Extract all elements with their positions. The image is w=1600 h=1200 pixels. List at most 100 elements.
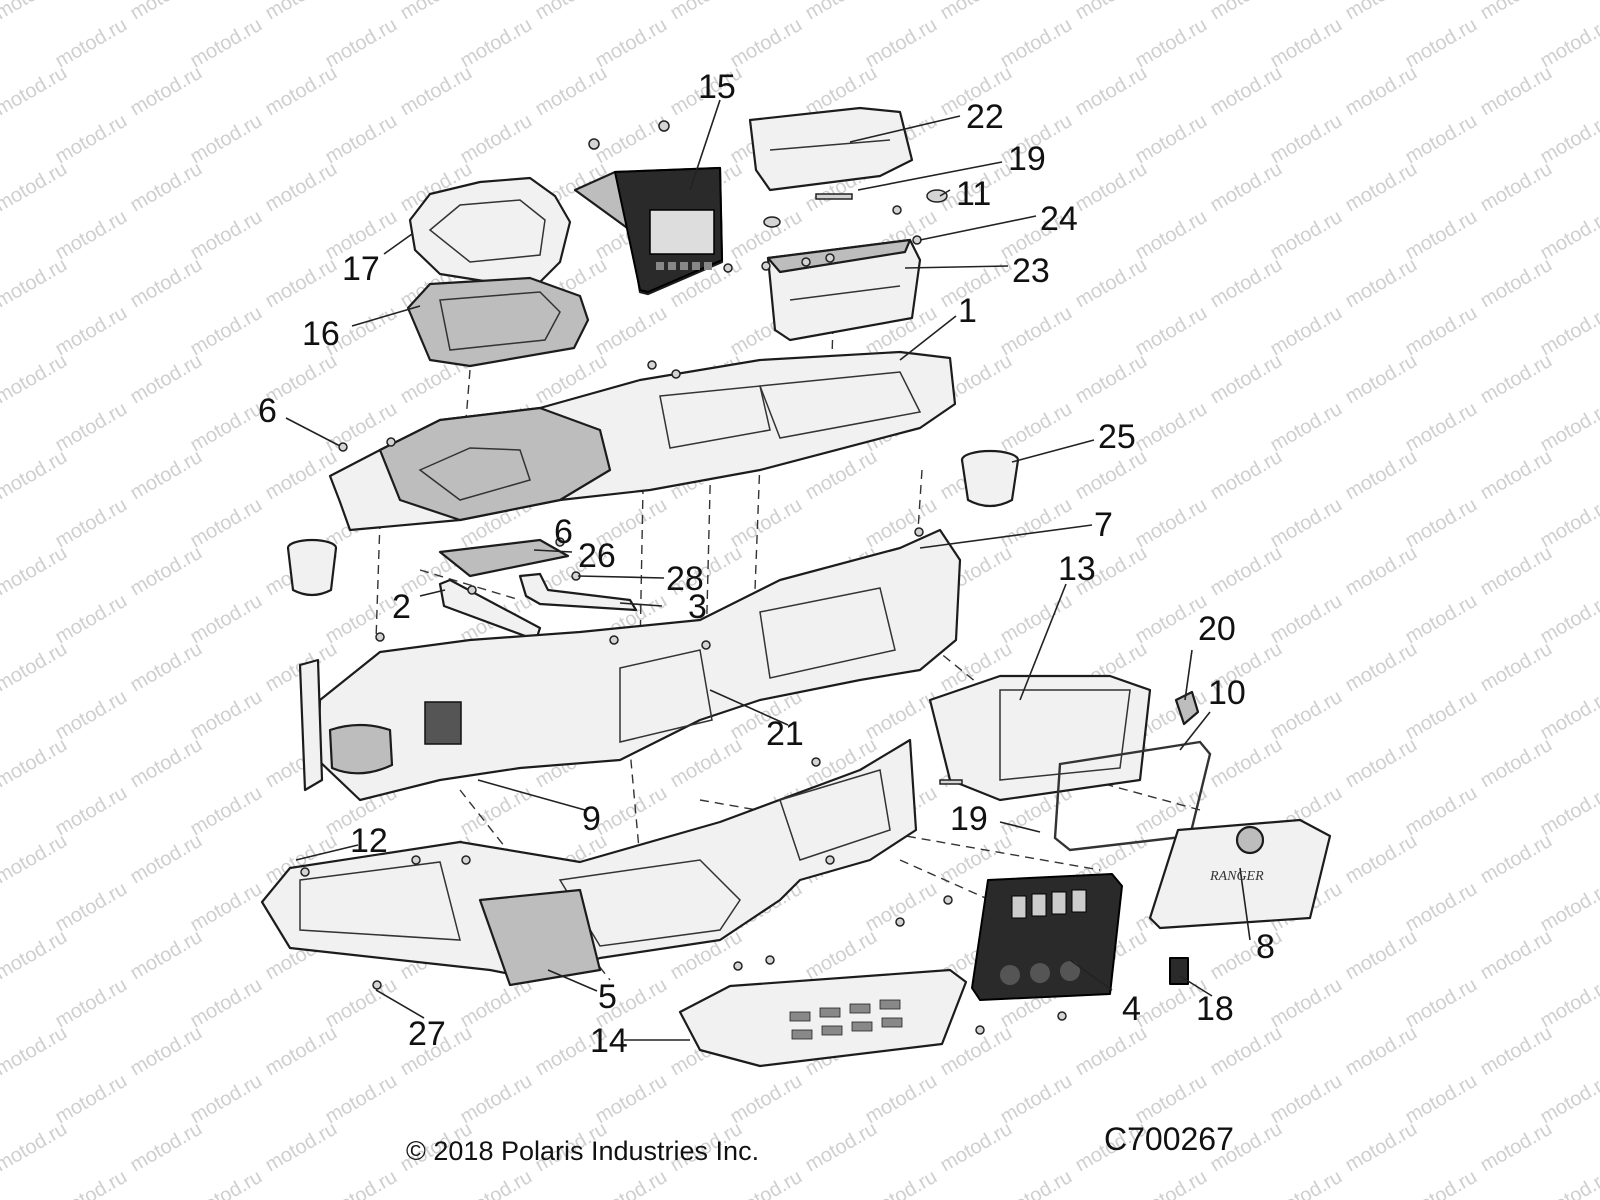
watermark-text: motod.ru bbox=[322, 1070, 401, 1129]
watermark-text: motod.ru bbox=[1072, 62, 1151, 121]
watermark-text: motod.ru bbox=[127, 62, 206, 121]
watermark-text: motod.ru bbox=[1402, 398, 1481, 457]
part-7-dash-frame bbox=[298, 528, 962, 802]
watermark-text: motod.ru bbox=[1537, 302, 1600, 361]
watermark-text: motod.ru bbox=[1207, 62, 1286, 121]
part-15-display-bezel bbox=[573, 166, 724, 296]
watermark-text: motod.ru bbox=[1342, 254, 1421, 313]
callout-8: 8 bbox=[1256, 928, 1275, 966]
watermark-text: motod.ru bbox=[1477, 542, 1556, 601]
watermark-text: motod.ru bbox=[1402, 686, 1481, 745]
watermark-text: motod.ru bbox=[127, 1022, 206, 1081]
part-5-lower-panel bbox=[478, 888, 602, 987]
leader-lines bbox=[285, 99, 1251, 1041]
watermark-text: motod.ru bbox=[1267, 494, 1346, 553]
callout-7: 7 bbox=[1094, 506, 1113, 544]
watermark-text: motod.ru bbox=[52, 974, 131, 1033]
watermark-text: motod.ru bbox=[0, 830, 71, 889]
watermark-text: motod.ru bbox=[127, 0, 206, 24]
watermark-text: motod.ru bbox=[187, 974, 266, 1033]
watermark-text: motod.ru bbox=[52, 590, 131, 649]
watermark-text: motod.ru bbox=[1072, 0, 1151, 24]
watermark-text: motod.ru bbox=[532, 62, 611, 121]
watermark-text: motod.ru bbox=[0, 542, 71, 601]
watermark-text: motod.ru bbox=[1342, 62, 1421, 121]
watermark-text: motod.ru bbox=[1477, 638, 1556, 697]
watermark-text: motod.ru bbox=[1402, 14, 1481, 73]
watermark-text: motod.ru bbox=[1402, 206, 1481, 265]
watermark-text: motod.ru bbox=[52, 782, 131, 841]
watermark-text: motod.ru bbox=[397, 0, 476, 24]
watermark-text: motod.ru bbox=[187, 1166, 266, 1200]
watermark-text: motod.ru bbox=[997, 590, 1076, 649]
watermark-text: motod.ru bbox=[187, 14, 266, 73]
watermark-text: motod.ru bbox=[997, 302, 1076, 361]
watermark-text: motod.ru bbox=[187, 110, 266, 169]
part-8-glovebox-door: RANGER bbox=[1148, 818, 1332, 930]
watermark-text: motod.ru bbox=[0, 0, 71, 24]
watermark-text: motod.ru bbox=[262, 62, 341, 121]
watermark-text: motod.ru bbox=[187, 590, 266, 649]
watermark-text: motod.ru bbox=[1342, 734, 1421, 793]
watermark-text: motod.ru bbox=[1402, 110, 1481, 169]
watermark-text: motod.ru bbox=[592, 14, 671, 73]
watermark-text: motod.ru bbox=[52, 14, 131, 73]
callout-20: 20 bbox=[1198, 610, 1236, 648]
watermark-text: motod.ru bbox=[1267, 110, 1346, 169]
callout-21: 21 bbox=[766, 715, 804, 753]
callout-17: 17 bbox=[342, 250, 380, 288]
watermark-text: motod.ru bbox=[262, 0, 341, 24]
watermark-text: motod.ru bbox=[862, 1070, 941, 1129]
callout-19-lower: 19 bbox=[950, 800, 988, 838]
watermark-text: motod.ru bbox=[0, 446, 71, 505]
watermark-text: motod.ru bbox=[1537, 1070, 1600, 1129]
watermark-text: motod.ru bbox=[592, 302, 671, 361]
watermark-text: motod.ru bbox=[1207, 446, 1286, 505]
part-3-bracket bbox=[518, 572, 638, 612]
watermark-text: motod.ru bbox=[1342, 158, 1421, 217]
watermark-text: motod.ru bbox=[457, 110, 536, 169]
watermark-text: motod.ru bbox=[862, 1166, 941, 1200]
watermark-text: motod.ru bbox=[1402, 974, 1481, 1033]
callout-23: 23 bbox=[1012, 252, 1050, 290]
watermark-text: motod.ru bbox=[1537, 14, 1600, 73]
watermark-text: motod.ru bbox=[1342, 1118, 1421, 1177]
watermark-text: motod.ru bbox=[127, 830, 206, 889]
watermark-text: motod.ru bbox=[1342, 446, 1421, 505]
watermark-text: motod.ru bbox=[0, 638, 71, 697]
watermark-text: motod.ru bbox=[322, 1166, 401, 1200]
watermark-text: motod.ru bbox=[1477, 158, 1556, 217]
watermark-text: motod.ru bbox=[727, 1070, 806, 1129]
watermark-text: motod.ru bbox=[1132, 398, 1211, 457]
fasteners bbox=[300, 120, 1067, 1035]
watermark-text: motod.ru bbox=[1267, 590, 1346, 649]
watermark-text: motod.ru bbox=[1072, 254, 1151, 313]
watermark-text: motod.ru bbox=[1537, 686, 1600, 745]
watermark-text: motod.ru bbox=[1132, 494, 1211, 553]
watermark-text: motod.ru bbox=[52, 110, 131, 169]
watermark-text: motod.ru bbox=[1132, 110, 1211, 169]
callout-4: 4 bbox=[1122, 990, 1141, 1028]
watermark-text: motod.ru bbox=[1537, 782, 1600, 841]
watermark-text: motod.ru bbox=[127, 446, 206, 505]
callout-9: 9 bbox=[582, 800, 601, 838]
watermark-text: motod.ru bbox=[1132, 1166, 1211, 1200]
callout-3: 3 bbox=[688, 588, 707, 626]
watermark-text: motod.ru bbox=[1402, 782, 1481, 841]
callout-15: 15 bbox=[698, 68, 736, 106]
watermark-text: motod.ru bbox=[322, 974, 401, 1033]
watermark-text: motod.ru bbox=[322, 14, 401, 73]
watermark-text: motod.ru bbox=[1342, 926, 1421, 985]
part-26-plate bbox=[438, 538, 570, 578]
watermark-text: motod.ru bbox=[0, 62, 71, 121]
watermark-text: motod.ru bbox=[1267, 974, 1346, 1033]
watermark-text: motod.ru bbox=[592, 1166, 671, 1200]
watermark-text: motod.ru bbox=[1132, 206, 1211, 265]
watermark-text: motod.ru bbox=[1477, 1022, 1556, 1081]
watermark-text: motod.ru bbox=[187, 206, 266, 265]
callout-26: 26 bbox=[578, 537, 616, 575]
callout-6: 6 bbox=[258, 392, 277, 430]
watermark-text: motod.ru bbox=[52, 398, 131, 457]
watermark-text: motod.ru bbox=[667, 734, 746, 793]
